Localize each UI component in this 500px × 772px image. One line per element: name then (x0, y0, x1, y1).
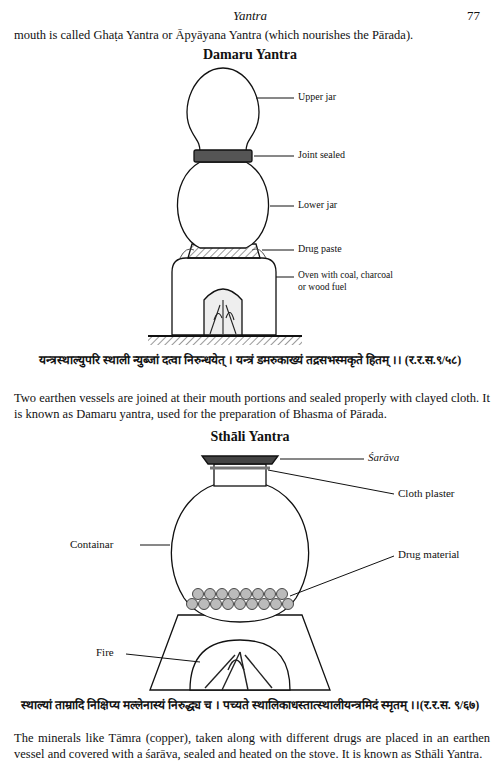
drug-pebble (193, 589, 204, 600)
drug-pebble (187, 599, 198, 610)
part-label: Śarāva (368, 451, 468, 465)
drug-pebble (211, 599, 222, 610)
drug-pebble (271, 599, 282, 610)
drug-material (187, 589, 294, 610)
container-pot (171, 484, 308, 622)
drug-pebble (265, 589, 276, 600)
drug-pebble (235, 599, 246, 610)
body-text: Two earthen vessels are joined at their … (14, 391, 490, 422)
drug-pebble (253, 589, 264, 600)
drug-pebble (229, 589, 240, 600)
drug-pebble (205, 589, 216, 600)
leader-lines (254, 98, 294, 277)
oven (172, 258, 276, 335)
stove-opening (190, 640, 290, 690)
leader-lines (126, 459, 394, 662)
drug-pebble (223, 599, 234, 610)
drug-pebble (217, 589, 228, 600)
body-text: mouth is called Ghaṭa Yantra or Āpyāyana… (14, 28, 490, 44)
drug-pebble (247, 599, 258, 610)
running-header: Yantra (200, 8, 300, 24)
page-number: 77 (440, 8, 480, 24)
sharava-lid (202, 456, 278, 464)
part-label: Oven with coal, charcoal or wood fuel (298, 270, 398, 294)
part-label: Drug paste (298, 243, 398, 256)
part-label: Drug material (398, 548, 493, 562)
part-label: Upper jar (298, 91, 398, 104)
section-heading: Damaru Yantra (150, 46, 350, 64)
part-label: Joint sealed (298, 149, 398, 162)
ground-line (148, 335, 302, 337)
fire-logs (205, 652, 272, 690)
drug-pebble (199, 599, 210, 610)
drug-pebble (283, 599, 294, 610)
cloth-plaster-band (210, 467, 270, 470)
sanskrit-verse: यन्त्रस्थाल्युपरि स्थाली न्युब्जां दत्वा… (10, 353, 490, 368)
part-label: Cloth plaster (398, 487, 493, 501)
sthali-yantra-figure (126, 456, 394, 690)
damaru-yantra-figure (148, 68, 302, 345)
sanskrit-verse: स्थाल्यां ताम्रादि निक्षिप्य मल्लेनास्यं… (10, 698, 490, 713)
joint-band (194, 150, 252, 162)
part-label: Containar (70, 538, 138, 552)
lower-jar (177, 162, 268, 248)
drug-pebble (241, 589, 252, 600)
paste-leaves (180, 249, 266, 258)
ground-hatch (148, 337, 302, 345)
section-heading: Sthāli Yantra (150, 428, 350, 446)
part-label: Fire (96, 646, 126, 660)
drug-pebble (259, 599, 270, 610)
upper-jar (187, 68, 259, 152)
body-text: The minerals like Tāmra (copper), taken … (14, 731, 490, 762)
part-label: Lower jar (298, 199, 398, 212)
stove (150, 615, 330, 690)
fire-opening (204, 289, 242, 335)
drug-pebble (277, 589, 288, 600)
fuel-sticks (210, 300, 236, 334)
